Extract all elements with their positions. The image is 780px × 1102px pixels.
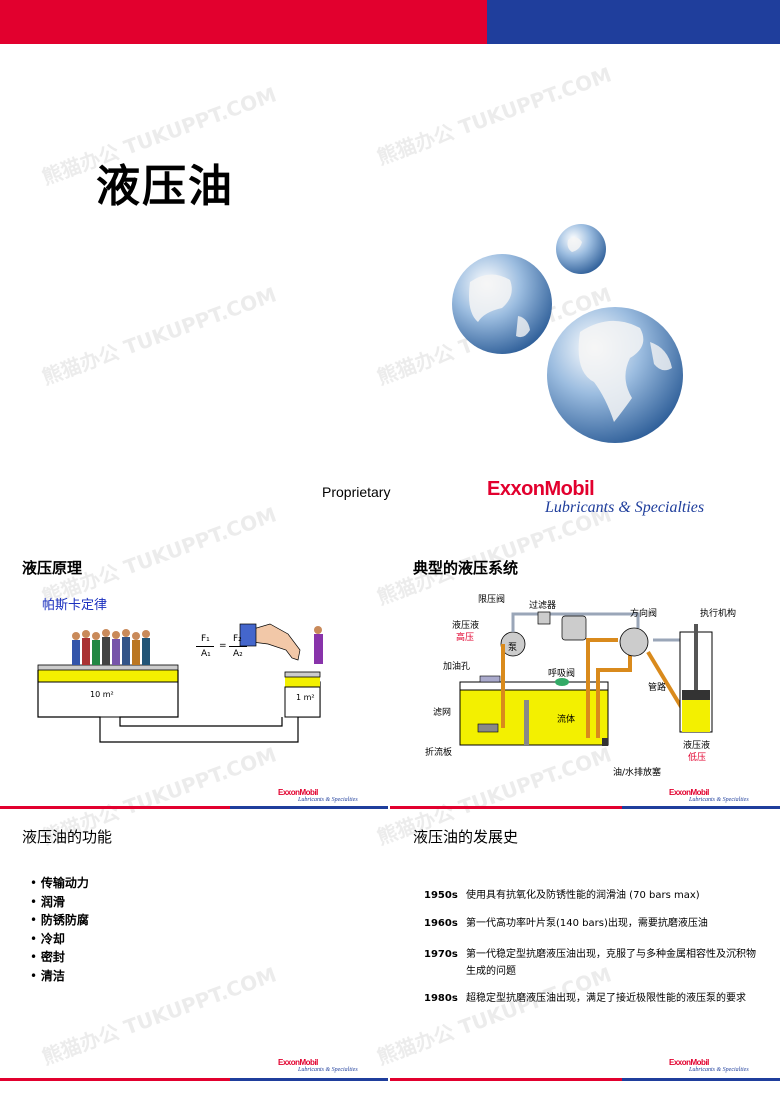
label-fluid: 流体 <box>557 715 576 725</box>
watermark: 熊猫办公 TUKUPPT.COM <box>38 282 280 390</box>
history-year: 1980s <box>424 993 458 1004</box>
footer-logo-tag: Lubricants & Specialties <box>298 797 358 803</box>
slide-history-title: 液压油的发展史 <box>413 828 519 846</box>
footer-logo-tag: Lubricants & Specialties <box>689 797 749 803</box>
footer-logo: ExxonMobil Lubricants & Specialties <box>669 1058 749 1073</box>
label-low-pressure: 低压 <box>688 753 707 763</box>
footer-red-line <box>0 1078 230 1081</box>
footer-blue-line <box>622 806 780 809</box>
label-piping: 管路 <box>648 683 667 693</box>
footer-logo-name: ExxonMobil <box>278 1058 318 1067</box>
pascal-formula: F₁ A₁ = F₂ A₂ <box>196 634 252 664</box>
footer-logo-name: ExxonMobil <box>669 788 709 797</box>
label-filter: 过滤器 <box>529 601 557 611</box>
footer-logo: ExxonMobil Lubricants & Specialties <box>278 788 358 803</box>
footer-red-line <box>390 806 622 809</box>
footer-logo: ExxonMobil Lubricants & Specialties <box>669 788 749 803</box>
directional-valve <box>619 627 649 657</box>
history-year: 1970s <box>424 949 458 960</box>
cover-title: 液压油 <box>96 161 234 212</box>
history-text: 使用具有抗氧化及防锈性能的润滑油 (70 bars max) <box>466 890 700 901</box>
list-item: 冷却 <box>30 930 89 949</box>
label-pump: 泵 <box>508 643 518 653</box>
globe-large <box>547 307 683 443</box>
footer-logo-name: ExxonMobil <box>669 1058 709 1067</box>
pascal-law-subtitle: 帕斯卡定律 <box>42 598 108 613</box>
functions-list: 传输动力 润滑 防锈防腐 冷却 密封 清洁 <box>30 874 89 985</box>
tank-fluid <box>459 689 609 746</box>
footer-logo-name: ExxonMobil <box>278 788 318 797</box>
label-strainer: 滤网 <box>433 708 452 718</box>
formula-eq: = <box>219 641 227 651</box>
slide-system-title: 典型的液压系统 <box>413 559 519 577</box>
footer-red-line <box>390 1078 622 1081</box>
history-text: 超稳定型抗磨液压油出现，满足了接近极限性能的液压泵的要求 <box>466 993 746 1004</box>
footer-blue-line <box>230 1078 388 1081</box>
label-baffle: 折流板 <box>425 748 453 758</box>
footer-logo: ExxonMobil Lubricants & Specialties <box>278 1058 358 1073</box>
footer-logo-tag: Lubricants & Specialties <box>689 1067 749 1073</box>
label-breather: 呼吸阀 <box>548 669 576 679</box>
watermark: 熊猫办公 TUKUPPT.COM <box>373 62 615 170</box>
list-item: 密封 <box>30 948 89 967</box>
actuator-piston <box>682 690 710 700</box>
filler-cap <box>479 675 501 683</box>
footer-logo-tag: Lubricants & Specialties <box>298 1067 358 1073</box>
label-high-pressure: 高压 <box>456 633 475 643</box>
relief-valve <box>537 611 551 625</box>
label-relief-valve: 限压阀 <box>478 595 506 605</box>
right-fluid-top <box>285 677 320 687</box>
hydraulic-system-diagram <box>459 611 713 746</box>
drain-plug <box>602 738 608 746</box>
top-red-bar <box>0 0 487 44</box>
proprietary-label: Proprietary <box>322 484 391 500</box>
actuator-lp-fluid <box>682 700 710 732</box>
formula-f2: F₂ <box>233 634 242 644</box>
formula-bar-2 <box>229 646 247 647</box>
list-item: 清洁 <box>30 967 89 986</box>
strainer <box>477 723 499 733</box>
globes-image <box>452 224 683 443</box>
globe-small <box>556 224 606 274</box>
footer-red-line <box>0 806 230 809</box>
right-piston <box>284 671 321 678</box>
globe-medium <box>452 254 552 354</box>
pascal-diagram: 10 m² 1 m² <box>37 623 323 743</box>
list-item: 传输动力 <box>30 874 89 893</box>
top-blue-bar <box>487 0 780 44</box>
label-actuator: 执行机构 <box>700 609 737 619</box>
left-piston <box>37 664 179 671</box>
label-directional-valve: 方向阀 <box>630 609 658 619</box>
left-fluid-top <box>38 670 178 682</box>
hand-pressing-figure <box>239 623 323 664</box>
exxonmobil-logo: ExxonMobil Lubricants & Specialties <box>487 478 704 517</box>
crowd-figure <box>72 629 150 665</box>
right-area-label: 1 m² <box>296 693 315 702</box>
filter <box>561 615 587 641</box>
footer-blue-line <box>622 1078 780 1081</box>
left-area-label: 10 m² <box>90 690 114 699</box>
label-drain: 油/水排放塞 <box>613 768 662 778</box>
list-item: 润滑 <box>30 893 89 912</box>
baffle <box>524 700 529 745</box>
logo-tagline: Lubricants & Specialties <box>545 499 705 516</box>
formula-bar-1 <box>196 646 214 647</box>
history-year: 1950s <box>424 890 458 901</box>
list-item: 防锈防腐 <box>30 911 89 930</box>
formula-f1: F₁ <box>201 634 210 644</box>
breather-cap <box>555 678 569 686</box>
history-text: 第一代高功率叶片泵(140 bars)出现，需要抗磨液压油 <box>466 918 708 929</box>
slide-principle-title: 液压原理 <box>22 559 83 577</box>
history-year: 1960s <box>424 918 458 929</box>
logo-name: ExxonMobil <box>487 478 595 500</box>
label-hp-fluid: 液压液 <box>452 621 480 631</box>
formula-a1: A₁ <box>201 649 211 659</box>
slide-functions-title: 液压油的功能 <box>22 828 113 846</box>
history-text: 第一代稳定型抗磨液压油出现，克服了与多种金属相容性及沉积物生成的问题 <box>466 949 756 977</box>
footer-blue-line <box>230 806 388 809</box>
formula-a2: A₂ <box>233 649 243 659</box>
label-lp-fluid: 液压液 <box>683 741 711 751</box>
label-filler: 加油孔 <box>443 662 471 672</box>
